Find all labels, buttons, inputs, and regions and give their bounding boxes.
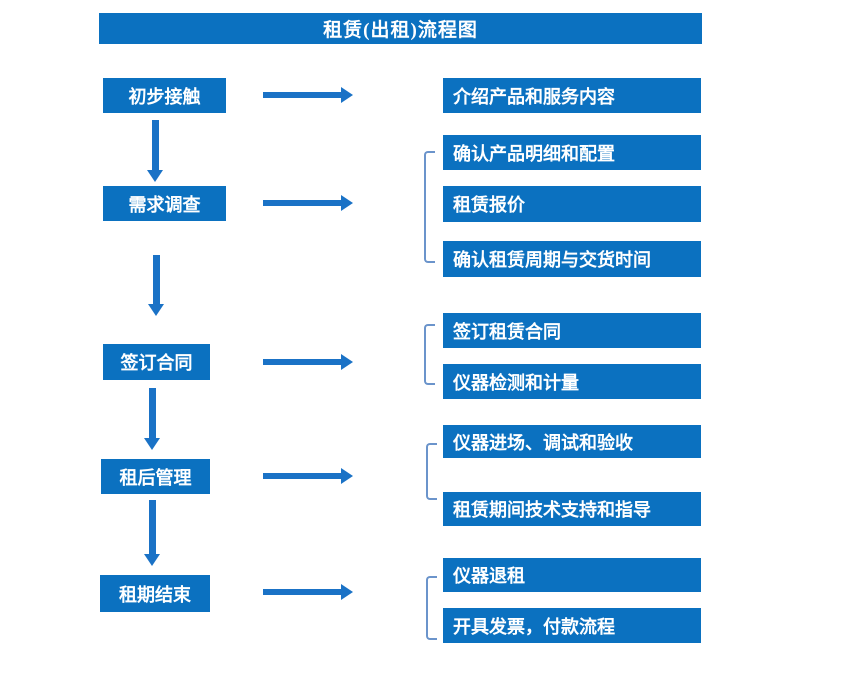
step-box-post-rental-management: 租后管理: [101, 459, 210, 494]
flowchart-title: 租赁(出租)流程图: [99, 13, 702, 44]
arrow-head: [147, 170, 163, 182]
arrow-head: [341, 195, 353, 211]
step-box-demand-survey: 需求调查: [103, 186, 226, 221]
right-arrow-icon: [263, 468, 353, 484]
arrow-head: [148, 304, 164, 316]
output-box-invoice-payment-process: 开具发票，付款流程: [443, 608, 701, 643]
step-box-initial-contact: 初步接触: [103, 78, 226, 113]
arrow-head: [341, 468, 353, 484]
group-bracket-icon: [426, 576, 437, 640]
right-arrow-icon: [263, 195, 353, 211]
output-box-instrument-inspection-metering: 仪器检测和计量: [443, 364, 701, 399]
arrow-shaft: [263, 589, 342, 595]
group-bracket-icon: [426, 443, 437, 500]
arrow-head: [341, 354, 353, 370]
arrow-shaft: [149, 388, 156, 439]
group-bracket-icon: [424, 151, 435, 263]
output-box-instrument-return: 仪器退租: [443, 558, 701, 592]
arrow-head: [341, 87, 353, 103]
down-arrow-icon: [144, 388, 161, 450]
down-arrow-icon: [147, 120, 164, 182]
output-box-rental-quote: 租赁报价: [443, 186, 701, 222]
output-box-introduce-products-services: 介绍产品和服务内容: [443, 78, 701, 113]
arrow-head: [144, 438, 160, 450]
arrow-shaft: [263, 473, 342, 479]
down-arrow-icon: [148, 255, 165, 316]
output-box-confirm-rental-period-delivery: 确认租赁周期与交货时间: [443, 241, 701, 277]
arrow-head: [341, 584, 353, 600]
output-box-tech-support-guidance: 租赁期间技术支持和指导: [443, 492, 701, 526]
output-box-sign-rental-contract: 签订租赁合同: [443, 313, 701, 348]
arrow-shaft: [263, 359, 342, 365]
arrow-shaft: [152, 120, 159, 171]
right-arrow-icon: [263, 354, 353, 370]
down-arrow-icon: [144, 500, 161, 566]
group-bracket-icon: [424, 324, 435, 385]
arrow-shaft: [153, 255, 160, 305]
arrow-shaft: [263, 92, 342, 98]
arrow-shaft: [263, 200, 342, 206]
output-box-instrument-arrival-debug-acceptance: 仪器进场、调试和验收: [443, 425, 701, 458]
right-arrow-icon: [263, 87, 353, 103]
step-box-sign-contract: 签订合同: [103, 344, 210, 380]
output-box-confirm-product-details: 确认产品明细和配置: [443, 135, 701, 170]
step-box-rental-end: 租期结束: [100, 575, 210, 612]
right-arrow-icon: [263, 584, 353, 600]
arrow-head: [144, 554, 160, 566]
arrow-shaft: [149, 500, 156, 555]
